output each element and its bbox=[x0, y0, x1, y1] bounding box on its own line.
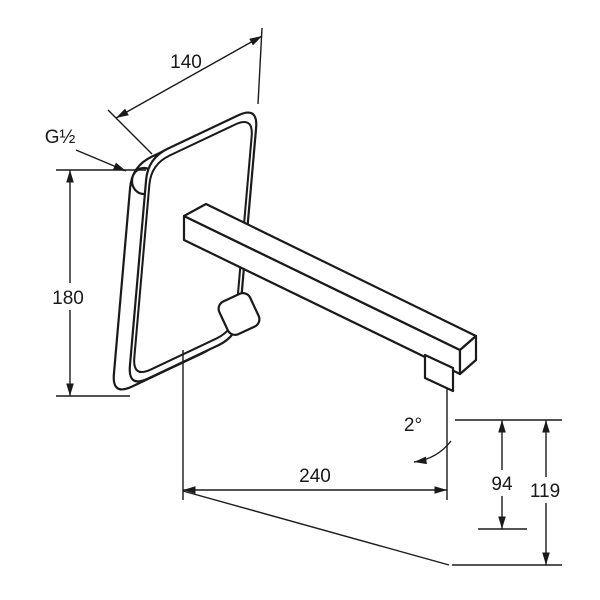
label-background bbox=[483, 470, 521, 496]
outlet-height-119-label: 119 bbox=[530, 481, 560, 502]
projection-auxiliary-line bbox=[182, 490, 450, 566]
dimension-line bbox=[115, 35, 263, 119]
angle-arc-arrow bbox=[413, 440, 452, 465]
thread-size-callout: G½ bbox=[45, 127, 127, 172]
dimension-outlet-heights: 94 119 bbox=[452, 419, 569, 566]
plate-width-dimension-label: 140 bbox=[170, 52, 202, 73]
plate-height-dimension-label: 180 bbox=[52, 288, 84, 309]
dimension-plate-height: 180 bbox=[45, 169, 146, 397]
spout-angle-annotation: 2° bbox=[404, 415, 452, 465]
dimension-spout-projection: 240 bbox=[182, 350, 450, 566]
angle-label: 2° bbox=[404, 415, 422, 436]
label-background bbox=[45, 283, 90, 310]
spout bbox=[182, 202, 478, 393]
leader-line bbox=[75, 149, 127, 172]
extension-line bbox=[107, 109, 153, 155]
thread-size-label: G½ bbox=[45, 127, 76, 148]
outlet-height-94-label: 94 bbox=[491, 474, 513, 495]
spout-end-face bbox=[458, 334, 478, 376]
projection-dimension-label: 240 bbox=[299, 466, 331, 487]
sensor-window bbox=[217, 292, 261, 336]
aerator-outlet bbox=[423, 353, 455, 393]
dimension-plate-width: 140 bbox=[107, 27, 263, 155]
extension-line bbox=[257, 27, 263, 105]
label-background bbox=[521, 477, 569, 503]
